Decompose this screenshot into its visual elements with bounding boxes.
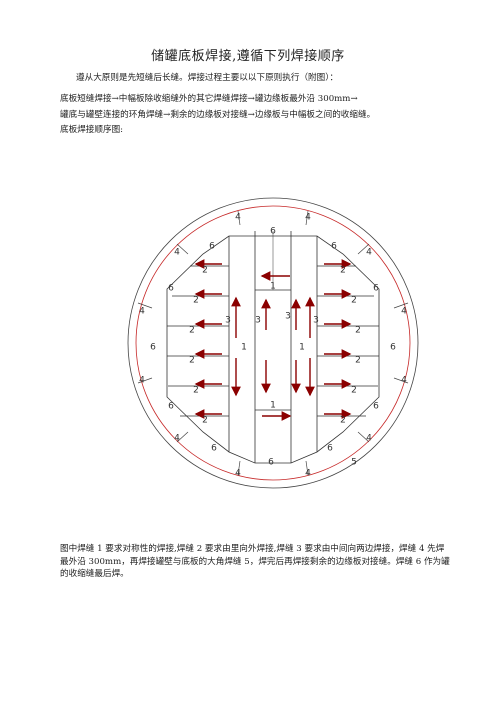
svg-text:6: 6	[373, 284, 379, 294]
svg-text:4: 4	[139, 376, 145, 386]
figure-caption: 底板焊接顺序图:	[60, 125, 124, 135]
page-title: 储罐底板焊接,遵循下列焊接顺序	[151, 49, 345, 64]
svg-text:6: 6	[168, 402, 174, 412]
annular-seams	[137, 210, 409, 476]
svg-text:4: 4	[139, 307, 145, 317]
svg-text:6: 6	[150, 343, 156, 353]
svg-text:3: 3	[285, 312, 291, 322]
svg-text:4: 4	[366, 434, 372, 444]
svg-text:2: 2	[193, 296, 199, 306]
tank-outer-circle	[127, 197, 419, 489]
svg-text:4: 4	[235, 213, 241, 223]
arrows-left	[194, 259, 222, 419]
svg-text:4: 4	[235, 469, 241, 479]
svg-text:6: 6	[270, 227, 276, 237]
arrows-center	[231, 271, 315, 421]
svg-text:2: 2	[193, 386, 199, 396]
svg-text:2: 2	[340, 416, 346, 426]
svg-text:6: 6	[209, 242, 215, 252]
svg-text:1: 1	[270, 401, 276, 411]
svg-text:2: 2	[355, 326, 361, 336]
sequence-line-1: 底板短缝焊接→中幅板除收缩缝外的其它焊缝焊接→罐边缘板最外沿 300mm→	[60, 94, 358, 104]
svg-text:5: 5	[351, 458, 357, 468]
svg-text:2: 2	[351, 386, 357, 396]
svg-text:6: 6	[211, 444, 217, 454]
svg-text:4: 4	[401, 307, 407, 317]
svg-text:6: 6	[390, 343, 396, 353]
seam-labels: 4 4 6 6 6 4 4 2 2 1 6 6 2 2 4 4 3 3 3 3 …	[139, 213, 407, 479]
svg-text:3: 3	[255, 316, 261, 326]
figure-note: 图中焊缝 1 要求对称性的焊接,焊缝 2 要求由里向外焊接,焊缝 3 要求由中间…	[60, 544, 450, 579]
arrows-right	[324, 259, 352, 419]
svg-text:6: 6	[331, 242, 337, 252]
svg-text:2: 2	[340, 266, 346, 276]
sequence-line-2: 罐底与罐壁连接的环角焊缝→剩余的边缘板对接缝→边缘板与中幅板之间的收缩缝。	[60, 110, 376, 120]
svg-text:6: 6	[168, 284, 174, 294]
svg-text:2: 2	[202, 416, 208, 426]
tank-shell-ring	[135, 205, 411, 481]
svg-text:2: 2	[355, 356, 361, 366]
svg-text:4: 4	[401, 376, 407, 386]
svg-text:1: 1	[299, 343, 305, 353]
svg-text:3: 3	[313, 316, 319, 326]
svg-text:6: 6	[268, 458, 274, 468]
svg-text:1: 1	[241, 343, 247, 353]
svg-text:6: 6	[327, 444, 333, 454]
svg-text:4: 4	[174, 434, 180, 444]
svg-text:2: 2	[189, 326, 195, 336]
svg-text:2: 2	[189, 356, 195, 366]
svg-text:2: 2	[202, 266, 208, 276]
svg-text:3: 3	[225, 316, 231, 326]
svg-text:4: 4	[366, 248, 372, 258]
svg-text:4: 4	[174, 248, 180, 258]
svg-text:4: 4	[305, 469, 311, 479]
svg-text:1: 1	[270, 282, 276, 292]
svg-text:2: 2	[351, 296, 357, 306]
svg-text:6: 6	[373, 402, 379, 412]
intro-paragraph: 遵从大原则是先短缝后长缝。焊接过程主要以以下原则执行（附图）：	[76, 73, 339, 83]
right-short-seams	[317, 265, 379, 417]
svg-text:4: 4	[305, 213, 311, 223]
